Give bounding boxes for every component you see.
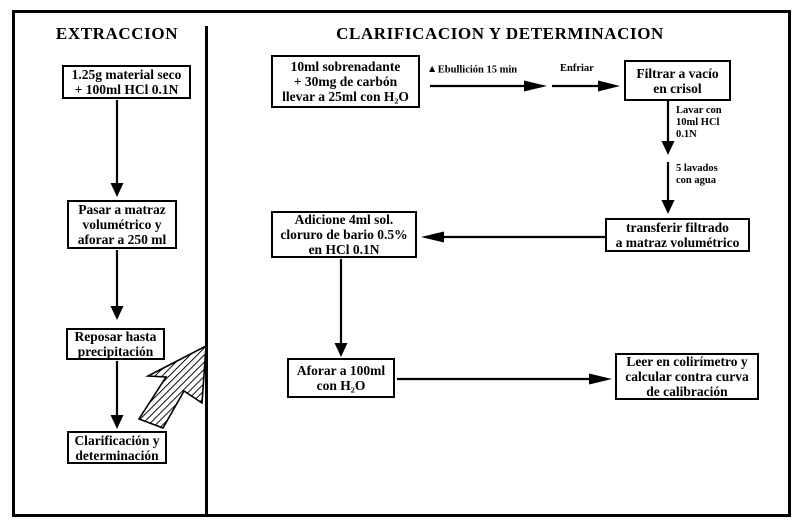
boil-step-label: ▲ Ebullición 15 min xyxy=(429,63,517,77)
cool-step-label: Enfriar xyxy=(560,63,594,74)
box-volumetric-flask-250ml: Pasar a matraz volumétrico y aforar a 25… xyxy=(67,200,177,249)
box-add-barium-chloride: Adicione 4ml sol. cloruro de bario 0.5% … xyxy=(271,211,417,258)
box-read-colorimeter: Leer en colirímetro y calcular contra cu… xyxy=(615,353,759,400)
box-clarification-determination: Clarificación y determinación xyxy=(67,431,167,464)
boil-step-text: Ebullición 15 min xyxy=(437,64,518,76)
wash-hcl-label: Lavar con 10ml HCl 0.1N xyxy=(676,105,722,140)
extraction-section-title: EXTRACCION xyxy=(55,24,179,43)
outer-frame xyxy=(12,10,791,517)
box-dry-material-hcl: 1.25g material seco + 100ml HCl 0.1N xyxy=(62,65,191,99)
section-divider-line xyxy=(205,26,208,514)
box-fill-to-100ml: Aforar a 100ml con H₂O xyxy=(287,358,395,398)
box-vacuum-filter-crucible: Filtrar a vacío en crisol xyxy=(624,60,731,101)
box-supernatant-carbon: 10ml sobrenadante + 30mg de carbón lleva… xyxy=(271,55,420,108)
water-washes-label: 5 lavados con agua xyxy=(676,163,718,186)
clarification-section-title: CLARIFICACION Y DETERMINACION xyxy=(336,24,664,43)
heat-delta-icon: ▲ xyxy=(429,64,436,73)
box-rest-until-precipitation: Reposar hasta precipitación xyxy=(66,328,165,360)
box-transfer-filtrate: transferir filtrado a matraz volumétrico xyxy=(605,218,750,252)
